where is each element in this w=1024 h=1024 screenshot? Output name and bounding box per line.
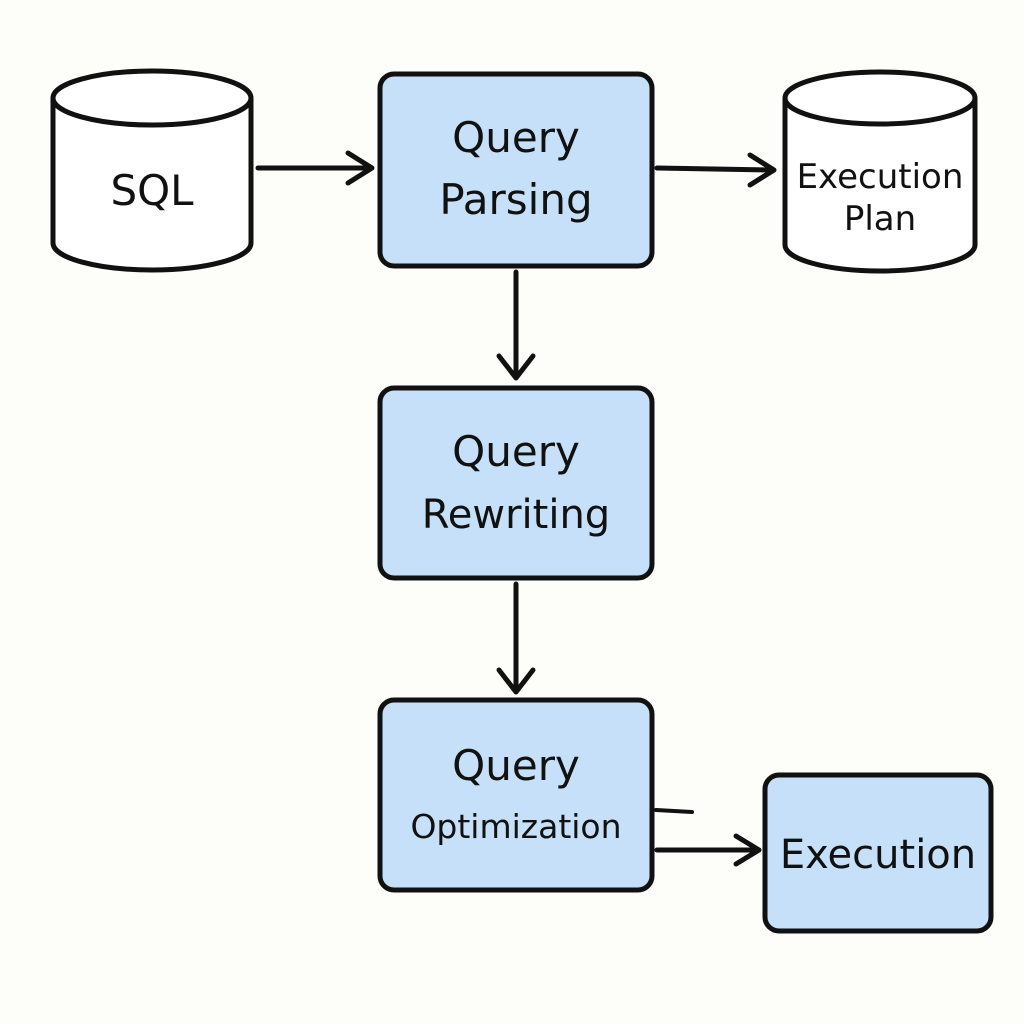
query-parsing-line2: Parsing xyxy=(439,175,592,224)
execution-plan-line1: Execution xyxy=(797,157,964,197)
query-rewriting-line2: Rewriting xyxy=(422,492,610,538)
query-rewriting-box: Query Rewriting xyxy=(377,385,655,581)
query-optimization-line2: Optimization xyxy=(410,807,621,846)
execution-plan-datastore: Execution Plan xyxy=(782,69,978,274)
query-rewriting-line1: Query xyxy=(452,427,580,476)
arrow-parsing-to-rewriting xyxy=(496,269,536,381)
query-parsing-line1: Query xyxy=(452,113,580,162)
query-optimization-line1: Query xyxy=(452,741,580,790)
arrow-optimization-to-execution xyxy=(654,833,762,867)
arrow-rewriting-to-optimization xyxy=(496,581,536,695)
execution-plan-line2: Plan xyxy=(844,199,916,239)
sql-datastore: SQL xyxy=(50,68,254,273)
arrow-sql-to-parsing xyxy=(255,150,375,186)
query-parsing-box: Query Parsing xyxy=(377,71,655,269)
execution-label: Execution xyxy=(780,832,976,878)
execution-box: Execution xyxy=(762,772,994,934)
stray-stroke-mark xyxy=(654,808,694,814)
query-optimization-box: Query Optimization xyxy=(377,697,655,893)
arrow-parsing-to-execution-plan xyxy=(654,152,777,188)
sql-label: SQL xyxy=(110,166,194,215)
